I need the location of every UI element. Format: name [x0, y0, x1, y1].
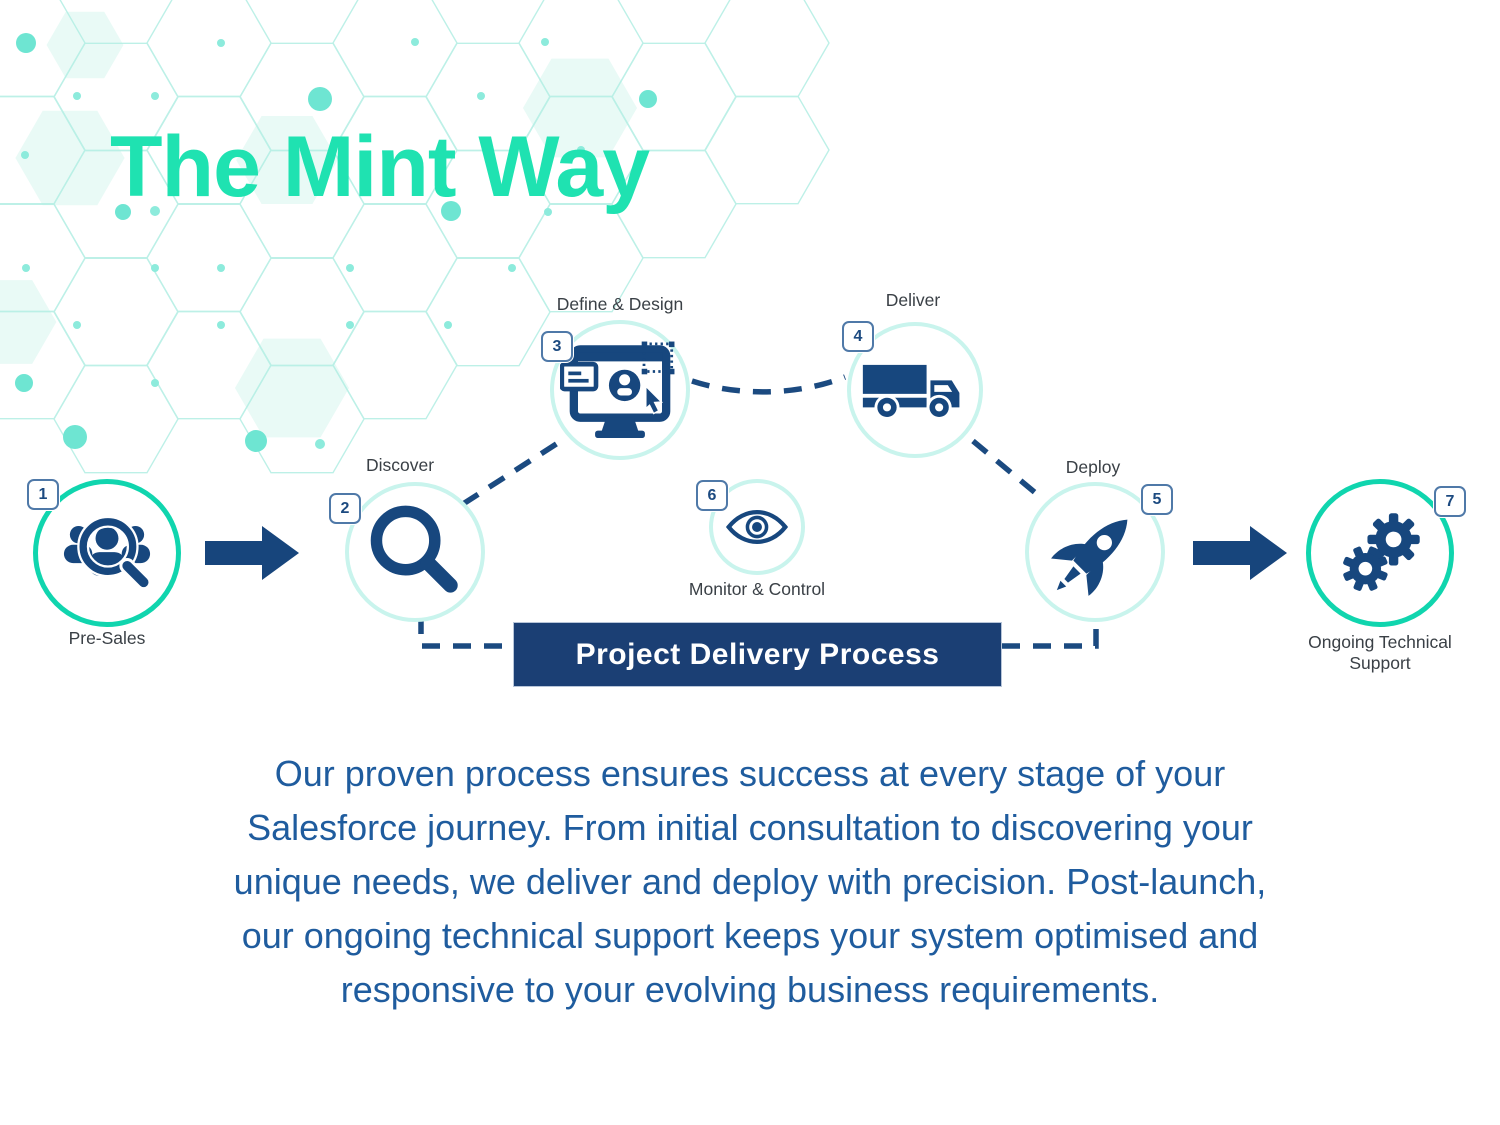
step-circle-discover [345, 482, 485, 622]
step-circle-define-design [550, 320, 690, 460]
step-circle-monitor-control [709, 479, 805, 575]
description-line: our ongoing technical support keeps your… [241, 915, 1259, 956]
step-label: Pre-Sales [68, 628, 146, 648]
step-label: Deliver [885, 290, 941, 310]
eye-icon [725, 510, 789, 544]
step-number-badge: 3 [541, 331, 573, 362]
dashed-connector [418, 616, 511, 649]
description-line: responsive to your evolving business req… [340, 969, 1160, 1010]
truck-icon [862, 364, 960, 420]
step-label: Monitor & Control [688, 579, 826, 599]
step-number-badge: 7 [1434, 486, 1466, 517]
step-label: Discover [365, 455, 435, 475]
description-text: Our proven process ensures success at ev… [100, 747, 1400, 1017]
page-title: The Mint Way [110, 119, 650, 215]
magnifier-icon [370, 505, 458, 593]
hexagon-pattern-background [0, 0, 830, 474]
step-number-badge: 6 [696, 480, 728, 511]
project-delivery-banner: Project Delivery Process [513, 622, 1002, 687]
step-number-badge: 4 [842, 321, 874, 352]
description-line: unique needs, we deliver and deploy with… [233, 861, 1267, 902]
rocket-icon [1051, 519, 1128, 596]
arrow-right-icon [1193, 526, 1287, 580]
step-label: Deploy [1065, 457, 1121, 477]
step-label: Ongoing Technical Support [1308, 632, 1452, 673]
gears-icon [1343, 513, 1420, 591]
step-number-badge: 5 [1141, 484, 1173, 515]
description-line: Our proven process ensures success at ev… [274, 753, 1226, 794]
hexagon-grid [0, 0, 830, 474]
arrow-right-icon [205, 526, 299, 580]
design-monitor-icon [560, 341, 675, 438]
step-label: Define & Design [556, 294, 684, 314]
hexagon-filled-cells [0, 11, 638, 438]
team-search-icon [63, 515, 152, 591]
description-line: Salesforce journey. From initial consult… [247, 807, 1253, 848]
step-number-badge: 2 [329, 493, 361, 524]
step-number-badge: 1 [27, 479, 59, 510]
step-circle-ongoing-support [1306, 479, 1454, 627]
banner-label: Project Delivery Process [575, 637, 940, 671]
dashed-connector [691, 374, 847, 395]
